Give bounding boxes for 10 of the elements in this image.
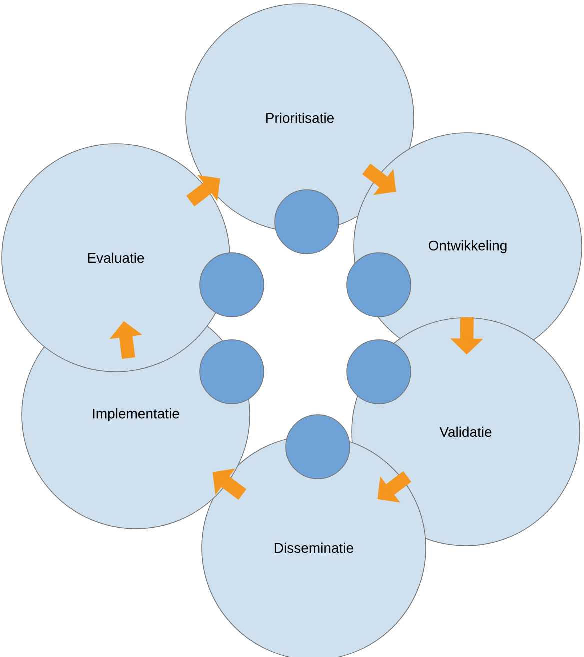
small-circle <box>346 252 412 318</box>
block-arrow <box>378 471 412 503</box>
block-arrow <box>186 175 220 207</box>
node-label: Disseminatie <box>275 542 354 554</box>
node-label: Validatie <box>440 426 492 438</box>
small-circle <box>200 340 264 404</box>
small-circle <box>200 252 264 318</box>
small-circle <box>274 190 340 254</box>
small-circle <box>286 414 350 480</box>
small-circle <box>346 340 412 404</box>
